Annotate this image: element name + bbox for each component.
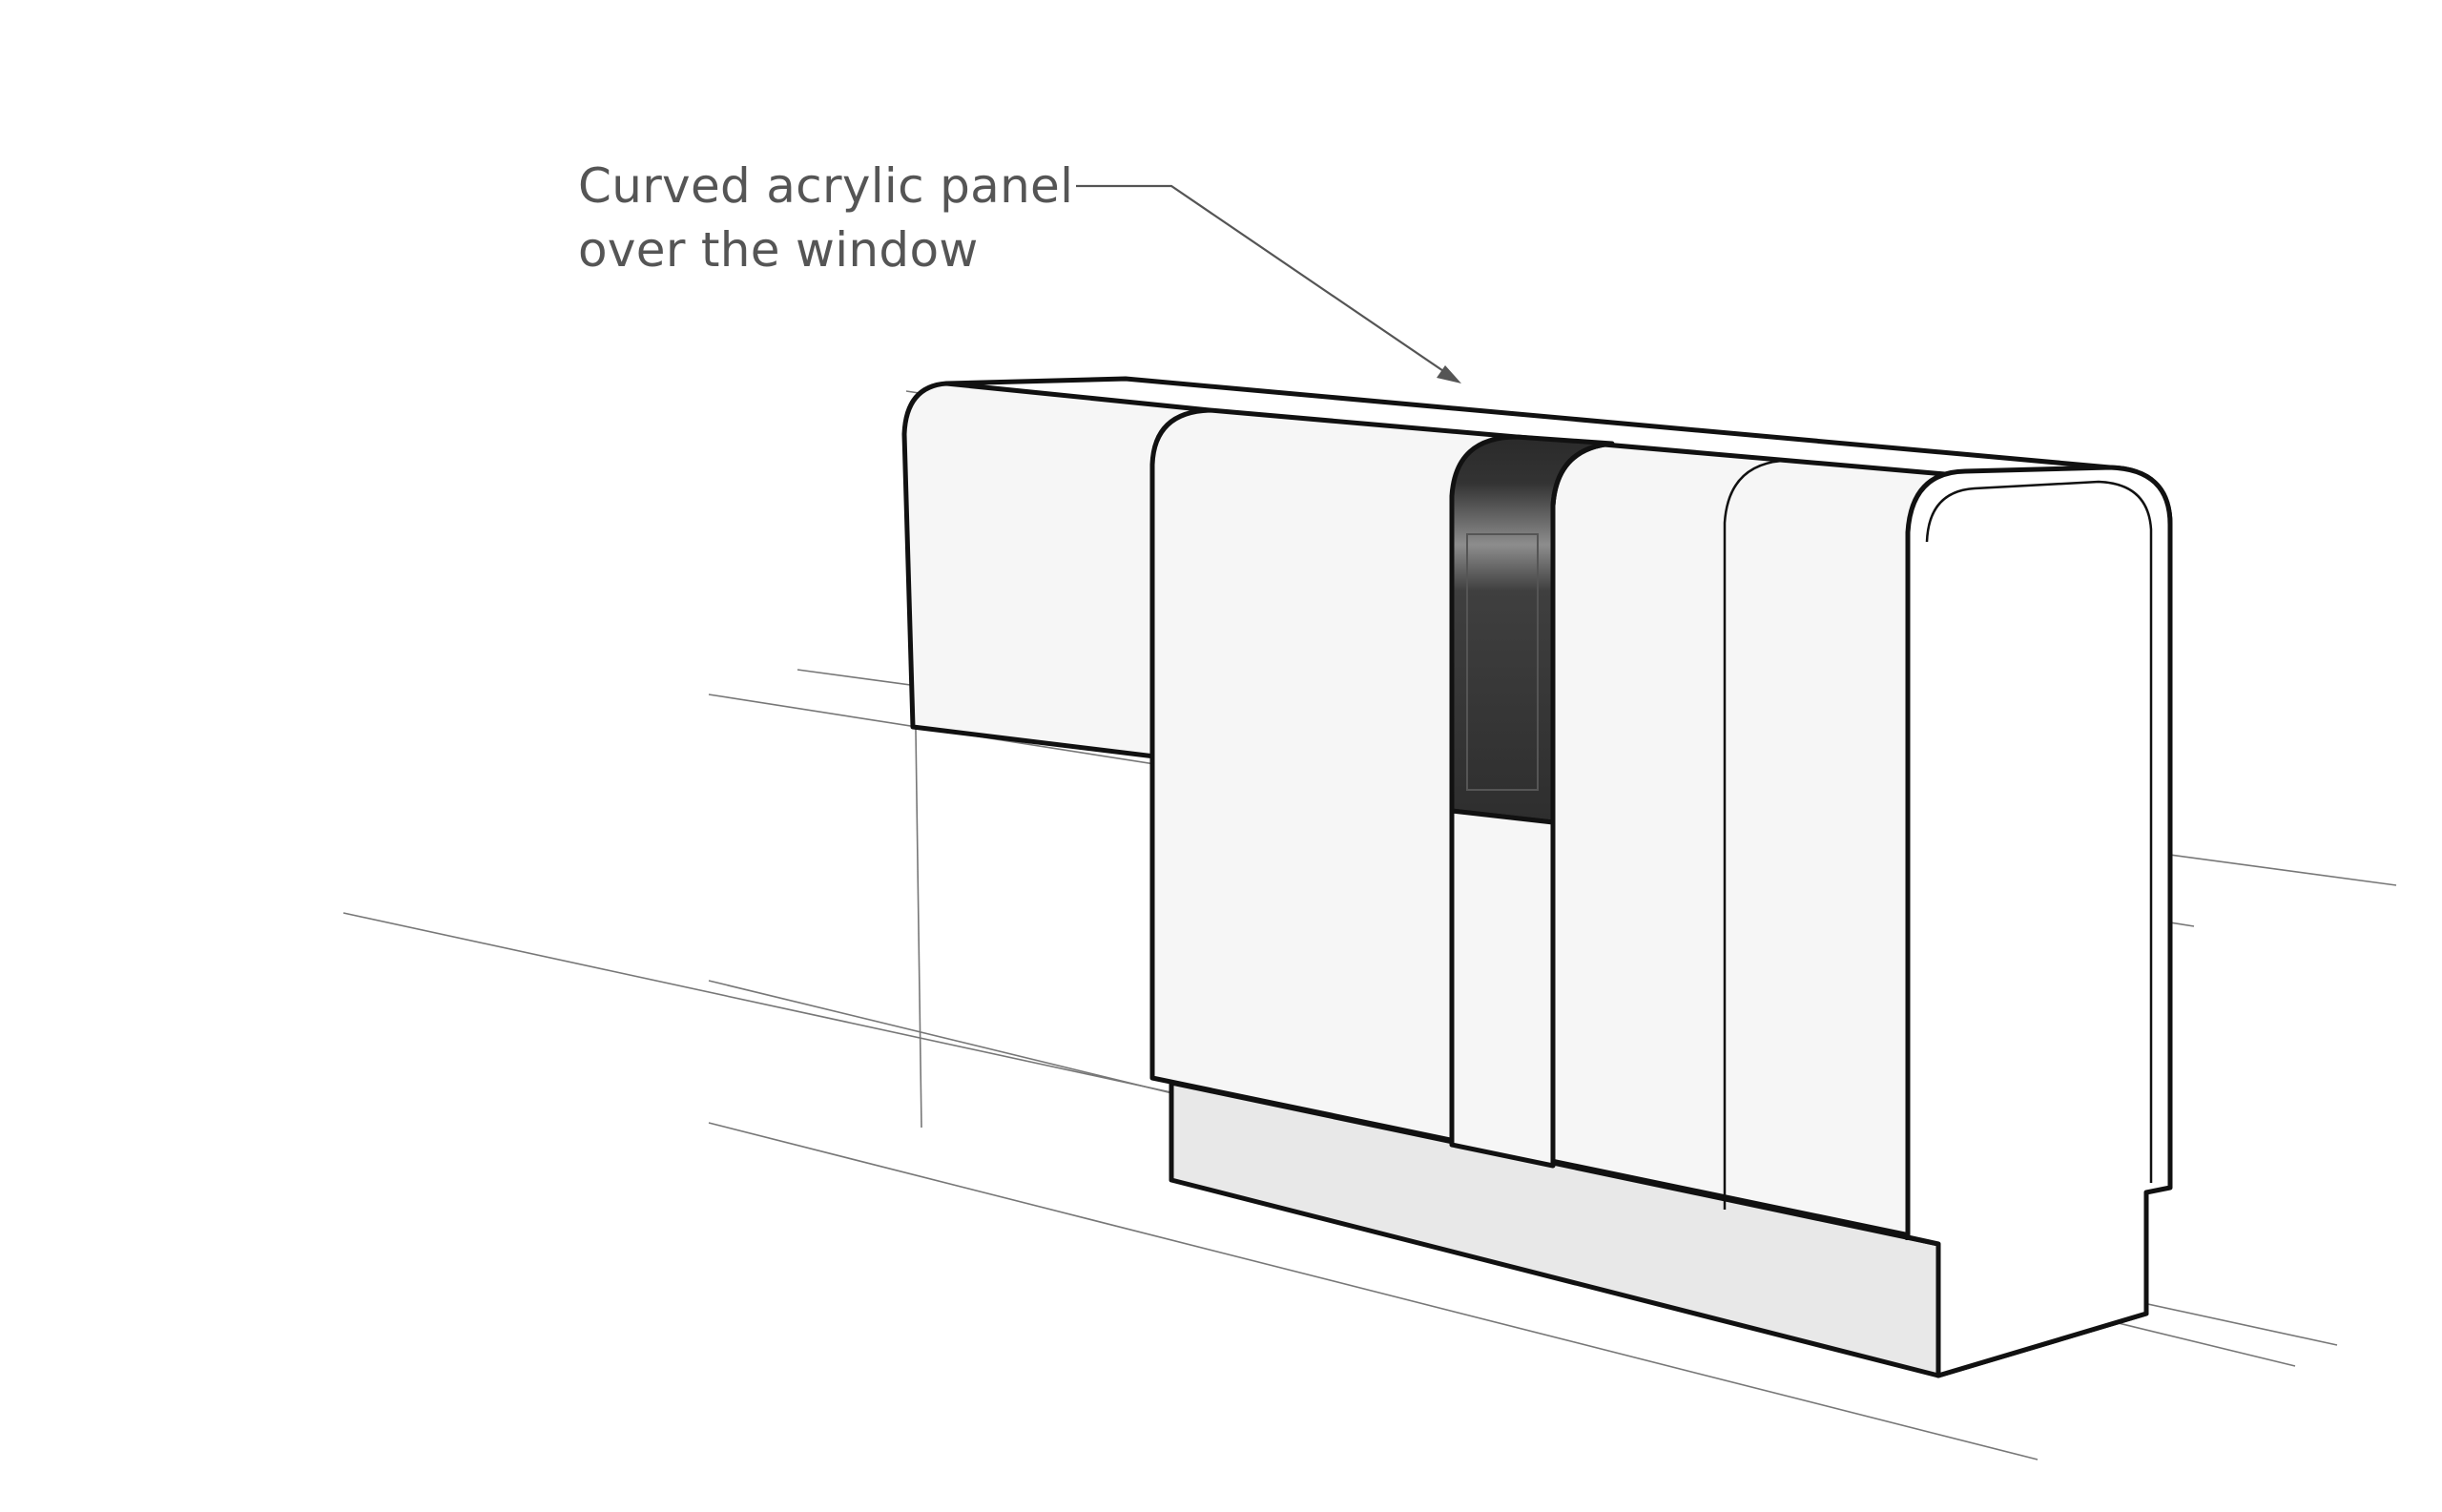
- leader-line: [1076, 184, 1453, 378]
- callout-label: Curved acrylic panel over the window: [578, 155, 1073, 282]
- callout-line-2: over the window: [578, 222, 979, 278]
- callout-leader: [1076, 184, 1461, 383]
- right-end-cap-inner-edge: [1925, 480, 2153, 1183]
- panel-seams: [1449, 441, 1783, 1210]
- callout-line-1: Curved acrylic panel: [578, 158, 1074, 214]
- acrylic-window-inner: [1466, 533, 1539, 791]
- right-end-cap: [1905, 465, 2173, 1378]
- leader-arrowhead: [1437, 365, 1461, 383]
- seam-right: [1550, 441, 1613, 1166]
- guide-line-5: [708, 1122, 2038, 1460]
- seam-thin: [1723, 459, 1783, 1210]
- acrylic-column-lower: [1449, 808, 1556, 1169]
